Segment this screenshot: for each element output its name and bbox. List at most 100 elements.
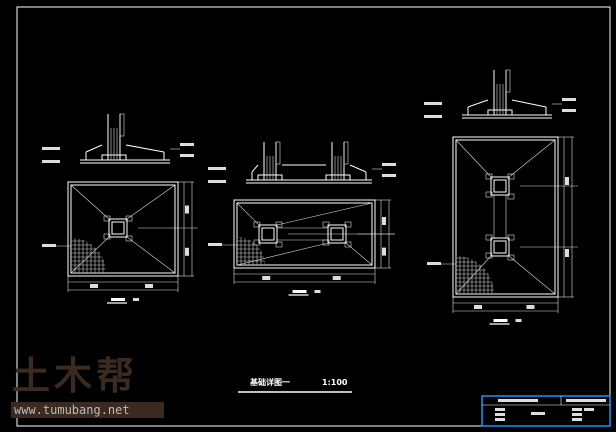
foundation-detail-2 (208, 141, 396, 296)
column-plan (490, 176, 510, 196)
column-detail (343, 141, 349, 165)
rebar-detail (485, 173, 493, 180)
rebar-detail (507, 173, 515, 180)
slope-line (70, 184, 110, 220)
level-label-mark (382, 163, 396, 166)
rebar-detail (507, 254, 515, 261)
title-block-text-mark (495, 413, 505, 416)
level-label-mark (42, 160, 60, 163)
dimension-text-mark (145, 284, 153, 288)
column-core (493, 179, 507, 193)
column-core (261, 227, 275, 241)
dimension-text-mark (565, 249, 569, 257)
rebar-detail (253, 221, 261, 228)
level-label-mark (424, 102, 442, 105)
slope-line (236, 242, 329, 266)
column-plan (258, 224, 278, 244)
footing-slope (125, 144, 165, 153)
slope-line (508, 255, 556, 295)
rebar-detail (485, 234, 493, 241)
dimension-text-mark (185, 247, 189, 256)
dimension-text-mark (526, 305, 535, 309)
footing-slope (467, 99, 489, 108)
rebar-label-mark (208, 243, 222, 246)
rebar-detail (507, 234, 515, 241)
foundation-detail-3 (424, 69, 578, 325)
level-label-mark (42, 147, 60, 150)
column-plan (108, 218, 128, 238)
rebar-detail (275, 221, 283, 228)
drawing-border (16, 6, 611, 427)
footing-slope (85, 144, 103, 153)
rebar-detail (103, 233, 111, 240)
title-block-project-name-mark (498, 399, 538, 402)
dimension-text-mark (262, 276, 271, 280)
slope-line (126, 236, 176, 274)
title-block (481, 395, 611, 427)
level-label-mark (562, 109, 576, 112)
column-detail (275, 141, 281, 165)
title-block-text-mark (572, 413, 582, 416)
level-label-mark (180, 154, 194, 157)
view-label-mark (292, 290, 307, 293)
slope-line (455, 139, 492, 178)
footing-plan-outer (67, 181, 179, 277)
column-detail (119, 113, 125, 137)
rebar-detail (344, 221, 352, 228)
footing-slope (511, 99, 547, 108)
dimension-text-mark (90, 284, 98, 288)
view-label-mark (493, 319, 508, 322)
rebar-label-mark (427, 262, 441, 265)
rebar-detail (485, 252, 493, 259)
column-plan (490, 237, 510, 257)
slope-line (455, 255, 492, 295)
dimension-text-mark (382, 247, 386, 256)
foundation-detail-1 (42, 113, 198, 304)
level-label-mark (424, 115, 442, 118)
drawing-title: 基础详图一 (250, 378, 290, 387)
view-scale-mark (515, 319, 522, 322)
title-block-text-mark (572, 418, 582, 421)
column-core (493, 240, 507, 254)
rebar-detail (322, 221, 330, 228)
slope-line (276, 202, 373, 226)
dimension-text-mark (332, 276, 341, 280)
level-label-mark (208, 180, 226, 183)
rebar-label-mark (42, 244, 56, 247)
drawing-scale: 1:100 (322, 378, 348, 387)
column-core (111, 221, 125, 235)
slope-line (508, 139, 556, 178)
slope-line (70, 236, 110, 274)
footing-plan-outer (452, 136, 559, 298)
slope-line (345, 242, 373, 266)
title-block-text-mark (584, 408, 594, 411)
level-label-mark (208, 167, 226, 170)
rebar-detail (322, 239, 330, 246)
dimension-text-mark (382, 217, 386, 225)
footing-plan-inner (70, 184, 176, 274)
title-block-sheet-mark (531, 412, 545, 415)
dimension-text-mark (565, 177, 569, 185)
reinforcement-hatch (456, 256, 494, 294)
footing-slope (251, 164, 259, 173)
reinforcement-hatch (237, 237, 265, 265)
rebar-detail (103, 215, 111, 222)
rebar-detail (253, 239, 261, 246)
view-scale-mark (314, 290, 321, 293)
title-block-frame (481, 395, 611, 427)
title-block-text-mark (495, 418, 505, 421)
rebar-detail (125, 215, 133, 222)
watermark-url: www.tumubang.net (11, 402, 164, 418)
title-block-text-mark (572, 408, 582, 411)
rebar-detail (275, 241, 283, 248)
footing-slope (349, 164, 367, 173)
column-detail (505, 69, 511, 93)
view-label-mark (111, 298, 125, 301)
foundation-views (42, 69, 578, 325)
rebar-detail (125, 235, 133, 242)
view-scale-mark (133, 298, 139, 301)
dimension-text-mark (474, 305, 482, 309)
title-block-drawing-name-mark (566, 399, 606, 402)
dimension-text-mark (185, 205, 189, 214)
footing-plan-inner (455, 139, 556, 295)
